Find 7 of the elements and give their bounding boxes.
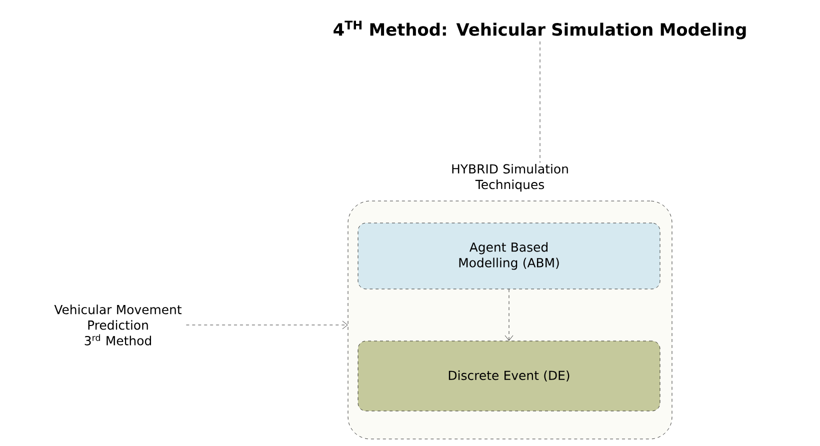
- title: 4$^{TH}$ Method: Vehicular Simulation Modeling: [334, 20, 746, 40]
- process-box: Agent Based Modelling (ABM): [358, 222, 660, 290]
- arrow: [504, 289, 514, 341]
- arrow: [186, 320, 348, 330]
- group-heading: HYBRID Simulation Techniques: [452, 164, 568, 192]
- side-label: Vehicular Movement Prediction 3$^{rd}$ Method: [54, 304, 182, 346]
- process-box: Discrete Event (DE): [358, 340, 660, 412]
